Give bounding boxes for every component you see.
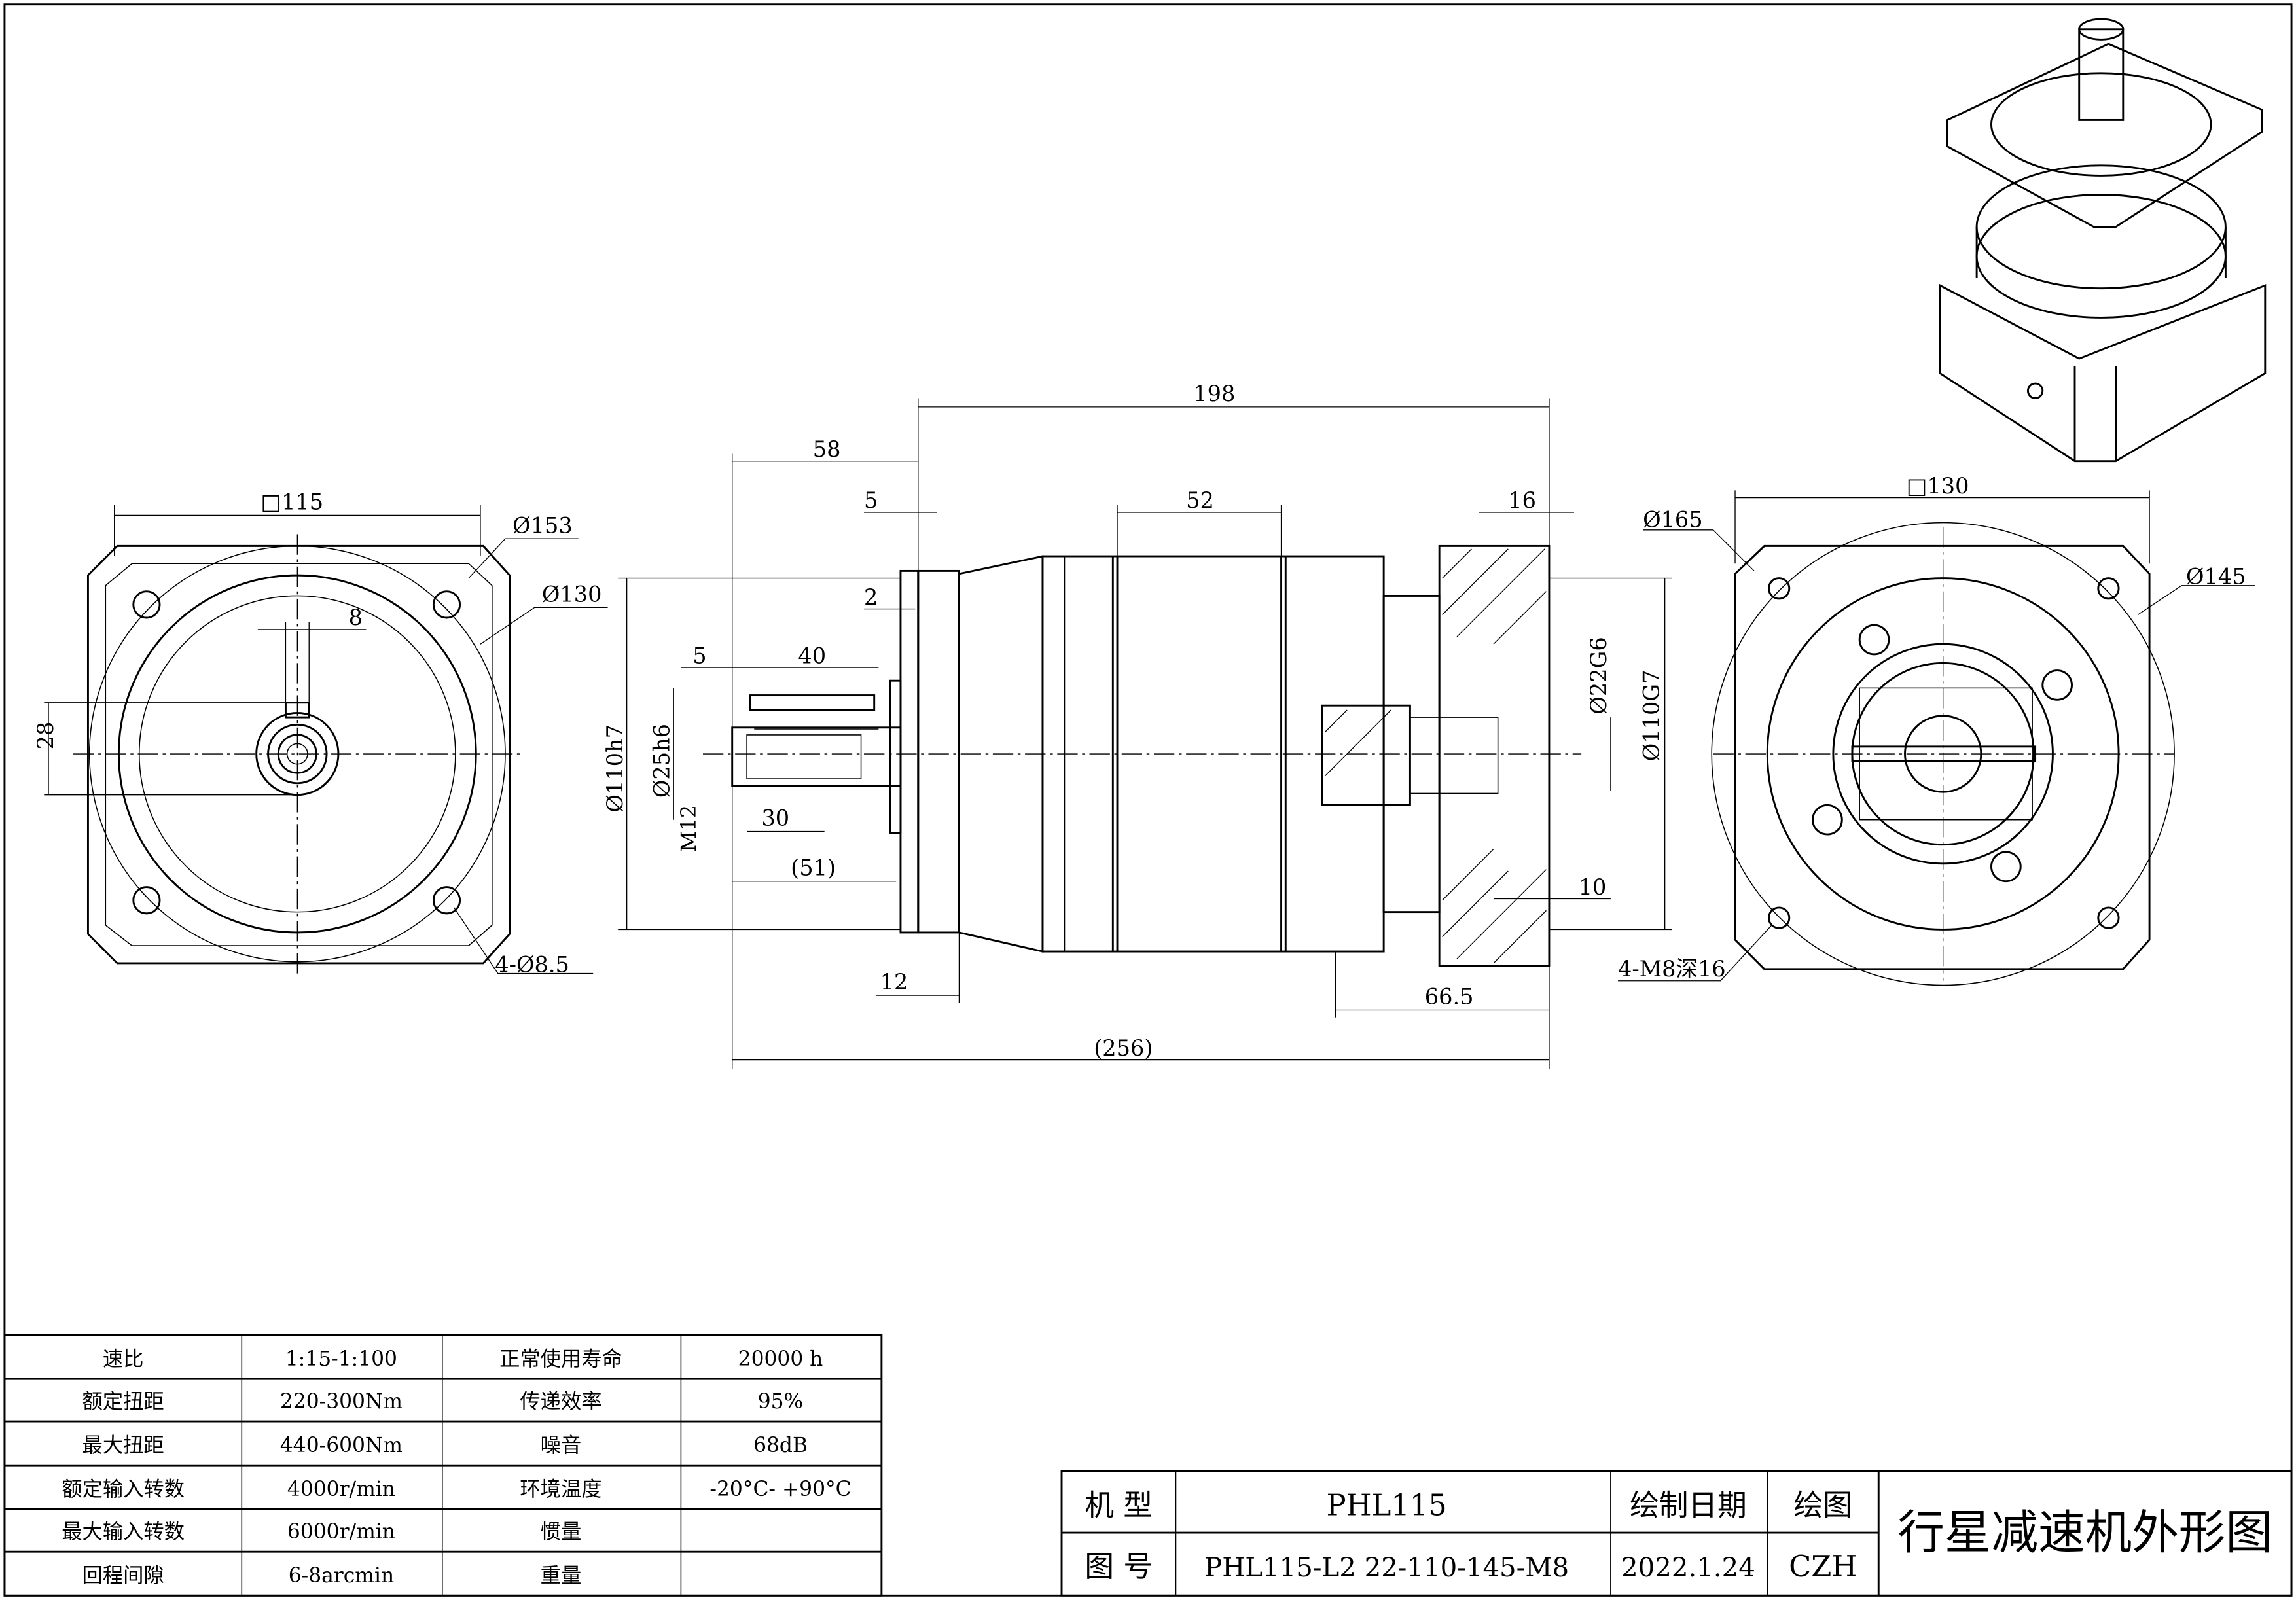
dim-5-top: 5 bbox=[864, 488, 878, 513]
mounting-holes bbox=[132, 590, 461, 915]
dim-left-square: □115 bbox=[260, 489, 323, 514]
dim-pilot-dia: Ø110h7 bbox=[602, 724, 628, 812]
spec-value: 68dB bbox=[753, 1434, 808, 1457]
spec-label: 速比 bbox=[103, 1347, 144, 1371]
isometric-view bbox=[1939, 18, 2267, 463]
dim-right-square: □130 bbox=[1907, 473, 1969, 499]
dim-256: (256) bbox=[1094, 1035, 1153, 1061]
dim-key-height: 28 bbox=[33, 722, 58, 750]
spec-label: 传递效率 bbox=[520, 1390, 601, 1413]
section-hatching bbox=[1325, 548, 1547, 964]
dim-10: 10 bbox=[1579, 874, 1607, 900]
dim-52: 52 bbox=[1186, 488, 1214, 513]
dim-key-width: 8 bbox=[349, 605, 363, 630]
dim-30: 30 bbox=[761, 806, 789, 831]
spec-label: 噪音 bbox=[541, 1434, 582, 1457]
spec-label: 额定输入转数 bbox=[62, 1478, 185, 1501]
side-view: 198 58 5 52 16 2 5 40 Ø110h7 Ø25h6 M12 3… bbox=[602, 381, 1672, 1069]
drawer-label: 绘图 bbox=[1794, 1487, 1852, 1522]
dim-left-d130: Ø130 bbox=[542, 581, 602, 607]
dim-2: 2 bbox=[864, 584, 878, 610]
dim-66-5: 66.5 bbox=[1425, 984, 1474, 1010]
spec-label: 最大扭距 bbox=[82, 1434, 164, 1457]
spec-value: 95% bbox=[758, 1390, 804, 1413]
dim-left-holes: 4-Ø8.5 bbox=[495, 951, 569, 977]
drawer-value: CZH bbox=[1789, 1549, 1857, 1584]
drawing-title: 行星减速机外形图 bbox=[1897, 1506, 2272, 1560]
date-label: 绘制日期 bbox=[1630, 1487, 1747, 1522]
dim-51: (51) bbox=[791, 855, 836, 881]
spec-value: 440-600Nm bbox=[280, 1434, 403, 1457]
right-end-view: □130 Ø165 Ø145 4-M8深16 bbox=[1618, 473, 2255, 986]
dim-12: 12 bbox=[880, 969, 908, 995]
spec-label: 最大输入转数 bbox=[62, 1520, 185, 1544]
model-label: 机 型 bbox=[1085, 1487, 1153, 1522]
dim-16: 16 bbox=[1508, 488, 1536, 513]
dim-left-d153: Ø153 bbox=[512, 512, 573, 538]
dim-thread: M12 bbox=[677, 805, 701, 852]
dim-40: 40 bbox=[798, 643, 826, 668]
spec-label: 正常使用寿命 bbox=[499, 1347, 622, 1371]
spec-label: 额定扭距 bbox=[82, 1390, 164, 1413]
spec-value: 6000r/min bbox=[287, 1520, 395, 1544]
spec-value: 220-300Nm bbox=[280, 1390, 403, 1413]
dim-right-d165: Ø165 bbox=[1643, 507, 1703, 532]
spec-value: 6-8arcmin bbox=[289, 1564, 394, 1588]
spec-value: -20°C- +90°C bbox=[709, 1478, 851, 1501]
spec-label: 环境温度 bbox=[520, 1478, 601, 1501]
model-value: PHL115 bbox=[1327, 1487, 1447, 1522]
dim-input-pilot: Ø110G7 bbox=[1639, 670, 1664, 762]
dim-shaft-dia: Ø25h6 bbox=[649, 724, 675, 798]
spec-label: 重量 bbox=[541, 1564, 582, 1588]
dim-5-shaft: 5 bbox=[692, 643, 706, 668]
dim-input-bore: Ø22G6 bbox=[1586, 637, 1611, 714]
spec-label: 回程间隙 bbox=[82, 1564, 164, 1588]
dim-58: 58 bbox=[813, 436, 841, 462]
dim-198: 198 bbox=[1193, 381, 1235, 406]
drawing-no-label: 图 号 bbox=[1085, 1549, 1153, 1584]
dim-right-holes: 4-M8深16 bbox=[1618, 956, 1726, 982]
spec-label: 惯量 bbox=[541, 1520, 582, 1544]
title-block: 机 型 PHL115 绘制日期 绘图 图 号 PHL115-L2 22-110-… bbox=[1060, 1470, 2293, 1597]
spec-value: 20000 h bbox=[738, 1347, 823, 1371]
spec-value: 4000r/min bbox=[287, 1478, 395, 1501]
spec-table: 速比 1:15-1:100 正常使用寿命 20000 h 额定扭距 220-30… bbox=[3, 1334, 883, 1597]
left-end-view: □115 Ø153 Ø130 8 28 4-Ø8.5 bbox=[33, 489, 608, 977]
drawing-no-value: PHL115-L2 22-110-145-M8 bbox=[1204, 1553, 1569, 1583]
dim-right-d145: Ø145 bbox=[2186, 564, 2246, 590]
spec-value: 1:15-1:100 bbox=[285, 1347, 397, 1371]
date-value: 2022.1.24 bbox=[1621, 1553, 1755, 1583]
